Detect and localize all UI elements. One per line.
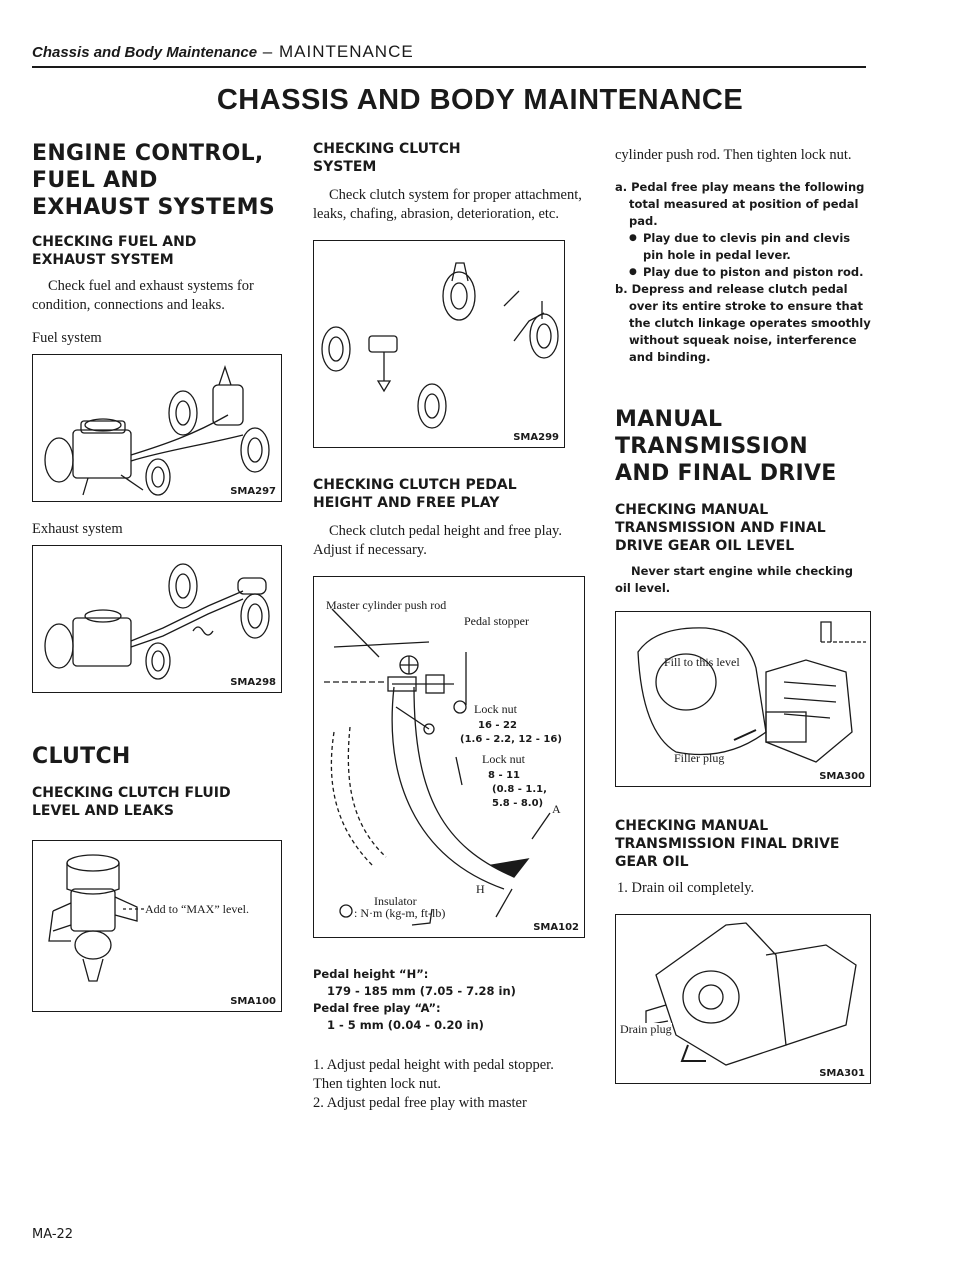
fuel-system-caption: Fuel system — [32, 330, 102, 346]
exhaust-system-figure: SMA298 — [32, 545, 282, 693]
pedal-height-spec-label: Pedal height “H”: — [313, 967, 429, 981]
clutch-system-figure-code: SMA299 — [513, 432, 559, 443]
filler-plug-label: Filler plug — [674, 751, 725, 765]
pedal-figure: Master cylinder push rod Pedal stopper L… — [313, 576, 585, 938]
header-section-italic: Chassis and Body Maintenance — [32, 44, 258, 61]
pedal-intro: Check clutch pedal height and free play.… — [313, 523, 562, 558]
torque-2-units-a: (0.8 - 1.1, — [492, 784, 547, 795]
pedal-specs: Pedal height “H”: 179 - 185 mm (7.05 - 7… — [313, 966, 585, 1034]
column-1: ENGINE CONTROL, FUEL AND EXHAUST SYSTEMS… — [32, 140, 290, 1012]
transmission-fill-illustration — [637, 621, 866, 763]
torque-1-units: (1.6 - 2.2, 12 - 16) — [460, 734, 562, 745]
clutch-system-illustration — [321, 262, 559, 429]
pedal-free-play-spec-value: 1 - 5 mm (0.04 - 0.20 in) — [327, 1018, 484, 1032]
note-a-bullet-1: Play due to clevis pin and clevis pin ho… — [629, 230, 871, 264]
drain-step-1: 1. Drain oil completely. — [617, 880, 755, 896]
note-b: b. Depress and release clutch pedal over… — [615, 282, 871, 364]
fuel-exhaust-subheading: CHECKING FUEL AND EXHAUST SYSTEM — [32, 234, 197, 268]
fuel-exhaust-intro: Check fuel and exhaust systems for condi… — [32, 278, 254, 313]
warning-text: Never start engine while checking oil le… — [615, 564, 853, 595]
label-h: H — [476, 882, 485, 896]
torque-1-value: 16 - 22 — [478, 720, 517, 731]
note-a-bullet-2: Play due to piston and piston rod. — [629, 264, 871, 281]
header-section-caps: MAINTENANCE — [278, 42, 414, 61]
clutch-system-figure: SMA299 — [313, 240, 565, 448]
insulator-label: Insulator — [374, 894, 417, 908]
master-cylinder-label: Master cylinder push rod — [326, 598, 447, 612]
adjust-step-1: 1. Adjust pedal height with pedal stoppe… — [313, 1057, 554, 1092]
engine-control-heading: ENGINE CONTROL, FUEL AND EXHAUST SYSTEMS — [32, 141, 276, 220]
drain-plug-label: Drain plug — [620, 1022, 672, 1036]
fill-to-level-label: Fill to this level — [664, 655, 740, 669]
drain-plug-figure: Drain plug SMA301 — [615, 914, 871, 1084]
exhaust-system-illustration — [44, 563, 270, 680]
note-a: a. Pedal free play means the following t… — [615, 180, 865, 228]
exhaust-figure-code: SMA298 — [230, 677, 276, 688]
fuel-system-illustration — [44, 364, 270, 496]
pedal-illustration — [324, 608, 551, 926]
torque-2-units-b: 5.8 - 8.0) — [492, 798, 544, 809]
clutch-system-heading: CHECKING CLUTCH SYSTEM — [313, 141, 461, 175]
pedal-height-heading: CHECKING CLUTCH PEDAL HEIGHT AND FREE PL… — [313, 477, 517, 511]
transmission-drain-illustration — [645, 922, 857, 1066]
drain-plug-figure-code: SMA301 — [819, 1068, 865, 1079]
header-separator: – — [257, 42, 279, 61]
drain-oil-subheading: CHECKING MANUAL TRANSMISSION FINAL DRIVE… — [615, 818, 840, 870]
fuel-system-figure: SMA297 — [32, 354, 282, 502]
clutch-fluid-subheading: CHECKING CLUTCH FLUID LEVEL AND LEAKS — [32, 785, 231, 819]
pedal-height-spec-value: 179 - 185 mm (7.05 - 7.28 in) — [327, 984, 516, 998]
continued-text: cylinder push rod. Then tighten lock nut… — [615, 147, 852, 163]
oil-level-figure: Fill to this level Filler plug SMA300 — [615, 611, 871, 787]
clutch-reservoir-illustration — [48, 854, 145, 982]
torque-2-value: 8 - 11 — [488, 770, 520, 781]
fuel-figure-code: SMA297 — [230, 486, 276, 497]
clutch-heading: CLUTCH — [32, 744, 131, 769]
column-2: CHECKING CLUTCH SYSTEM Check clutch syst… — [313, 140, 585, 1113]
fluid-figure-code: SMA100 — [230, 996, 276, 1007]
clutch-fluid-figure: Add to “MAX” level. SMA100 — [32, 840, 282, 1012]
manual-transmission-heading: MANUAL TRANSMISSION AND FINAL DRIVE — [615, 407, 837, 486]
note-a-bullets: Play due to clevis pin and clevis pin ho… — [615, 230, 871, 281]
page-number: MA-22 — [32, 1227, 74, 1242]
adjust-step-2: 2. Adjust pedal free play with master — [313, 1095, 527, 1111]
oil-level-subheading: CHECKING MANUAL TRANSMISSION AND FINAL D… — [615, 502, 826, 554]
pedal-stopper-label: Pedal stopper — [464, 614, 529, 628]
clutch-system-intro: Check clutch system for proper attachmen… — [313, 187, 582, 222]
running-header: Chassis and Body Maintenance – MAINTENAN… — [32, 42, 866, 68]
oil-level-figure-code: SMA300 — [819, 771, 865, 782]
exhaust-system-caption: Exhaust system — [32, 521, 123, 537]
lock-nut-1-label: Lock nut — [474, 702, 517, 716]
lock-nut-2-label: Lock nut — [482, 752, 525, 766]
pedal-figure-code: SMA102 — [533, 922, 579, 933]
add-to-max-label: Add to “MAX” level. — [145, 902, 249, 916]
page-title: CHASSIS AND BODY MAINTENANCE — [216, 84, 744, 116]
pedal-free-play-spec-label: Pedal free play “A”: — [313, 1001, 441, 1015]
label-a: A — [552, 802, 561, 816]
column-3: cylinder push rod. Then tighten lock nut… — [615, 140, 871, 1084]
torque-legend: : N·m (kg-m, ft-lb) — [354, 906, 446, 920]
